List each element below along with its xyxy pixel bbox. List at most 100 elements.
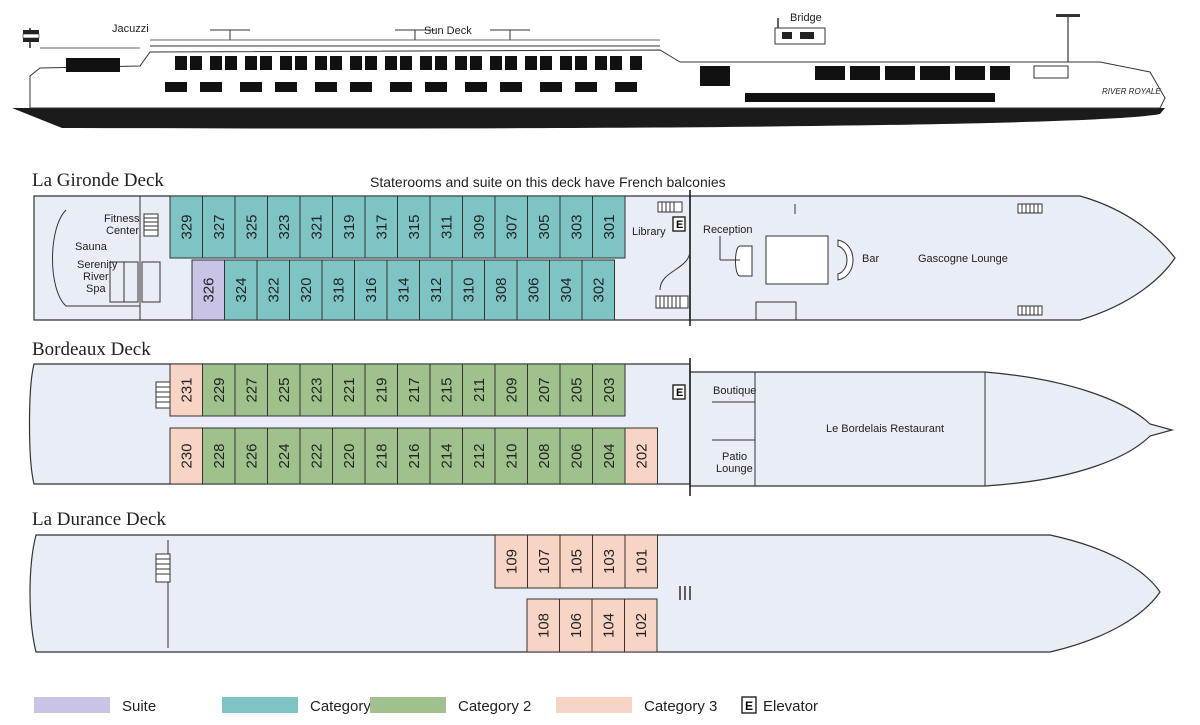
balcony-note: Staterooms and suite on this deck have F… xyxy=(370,174,726,190)
cabin-number-209: 209 xyxy=(503,377,520,402)
cabin-101[interactable] xyxy=(624,534,658,589)
stairs-icon xyxy=(155,553,171,583)
boutique-label: Boutique xyxy=(713,385,756,397)
cabin-301[interactable] xyxy=(592,195,626,259)
ship-name: RIVER ROYALE xyxy=(1102,87,1161,96)
cabin-303[interactable] xyxy=(559,195,593,259)
cabin-number-317: 317 xyxy=(373,214,390,239)
cabin-321[interactable] xyxy=(299,195,333,259)
cabin-223[interactable] xyxy=(299,363,333,417)
cabin-305[interactable] xyxy=(527,195,561,259)
jacuzzi-label: Jacuzzi xyxy=(112,23,149,35)
cabin-315[interactable] xyxy=(397,195,431,259)
cabin-212[interactable] xyxy=(462,427,496,485)
cabin-215[interactable] xyxy=(429,363,463,417)
cabin-number-105: 105 xyxy=(568,549,585,574)
cabin-202[interactable] xyxy=(624,427,658,485)
cabin-number-302: 302 xyxy=(590,277,607,302)
cabin-311[interactable] xyxy=(429,195,463,259)
cabin-325[interactable] xyxy=(234,195,268,259)
cabin-216[interactable] xyxy=(397,427,431,485)
cabin-307[interactable] xyxy=(494,195,528,259)
cabin-318[interactable] xyxy=(321,259,355,321)
cabin-222[interactable] xyxy=(299,427,333,485)
cabin-number-228: 228 xyxy=(211,443,228,468)
cabin-number-320: 320 xyxy=(298,277,315,302)
cabin-219[interactable] xyxy=(364,363,398,417)
cabin-number-212: 212 xyxy=(471,443,488,468)
cabin-329[interactable] xyxy=(169,195,203,259)
cabin-302[interactable] xyxy=(581,259,615,321)
cabin-number-107: 107 xyxy=(536,549,553,574)
cabin-320[interactable] xyxy=(289,259,323,321)
cabin-308[interactable] xyxy=(484,259,518,321)
cabin-number-210: 210 xyxy=(503,443,520,468)
cabin-number-224: 224 xyxy=(276,443,293,468)
patio-lounge-label-2: Lounge xyxy=(716,463,753,475)
cabin-number-329: 329 xyxy=(178,214,195,239)
cabin-221[interactable] xyxy=(332,363,366,417)
cabin-number-326: 326 xyxy=(200,277,217,302)
cabin-number-220: 220 xyxy=(341,443,358,468)
cabin-number-203: 203 xyxy=(601,377,618,402)
sauna-label: Sauna xyxy=(75,241,108,253)
cabin-number-215: 215 xyxy=(438,377,455,402)
cabin-number-303: 303 xyxy=(568,214,585,239)
cabin-323[interactable] xyxy=(267,195,301,259)
cabin-206[interactable] xyxy=(559,427,593,485)
library-label: Library xyxy=(632,226,666,238)
cabin-203[interactable] xyxy=(592,363,626,417)
fitness-center-label-1: Fitness xyxy=(104,213,140,225)
cabin-107[interactable] xyxy=(527,534,561,589)
cabin-230[interactable] xyxy=(169,427,203,485)
cabin-226[interactable] xyxy=(234,427,268,485)
cabin-207[interactable] xyxy=(527,363,561,417)
cabin-217[interactable] xyxy=(397,363,431,417)
cabin-number-305: 305 xyxy=(536,214,553,239)
cabin-number-322: 322 xyxy=(265,277,282,302)
cabin-number-321: 321 xyxy=(308,214,325,239)
cabin-102[interactable] xyxy=(624,598,658,653)
cabin-205[interactable] xyxy=(559,363,593,417)
legend-label-suite: Suite xyxy=(122,698,156,715)
cabin-number-325: 325 xyxy=(243,214,260,239)
cabin-number-208: 208 xyxy=(536,443,553,468)
cabin-208[interactable] xyxy=(527,427,561,485)
cabin-306[interactable] xyxy=(516,259,550,321)
elevator-icon xyxy=(672,384,686,400)
cabin-316[interactable] xyxy=(354,259,388,321)
cabin-103[interactable] xyxy=(592,534,626,589)
cabin-224[interactable] xyxy=(267,427,301,485)
cabin-number-227: 227 xyxy=(243,377,260,402)
cabin-number-221: 221 xyxy=(341,377,358,402)
cabin-number-219: 219 xyxy=(373,377,390,402)
cabin-220[interactable] xyxy=(332,427,366,485)
cabin-106[interactable] xyxy=(559,598,593,653)
cabin-204[interactable] xyxy=(592,427,626,485)
elevator-symbol: E xyxy=(676,219,683,231)
cabin-209[interactable] xyxy=(494,363,528,417)
legend-label-cat3: Category 3 xyxy=(644,698,717,715)
cabin-108[interactable] xyxy=(526,598,560,653)
cabin-210[interactable] xyxy=(494,427,528,485)
cabin-225[interactable] xyxy=(267,363,301,417)
cabin-number-103: 103 xyxy=(601,549,618,574)
cabin-326[interactable] xyxy=(191,259,225,321)
cabin-327[interactable] xyxy=(202,195,236,259)
cabin-227[interactable] xyxy=(234,363,268,417)
elevator-icon xyxy=(672,216,686,232)
cabin-number-301: 301 xyxy=(601,214,618,239)
cabin-312[interactable] xyxy=(419,259,453,321)
cabin-number-226: 226 xyxy=(243,443,260,468)
cabin-105[interactable] xyxy=(559,534,593,589)
cabin-317[interactable] xyxy=(364,195,398,259)
cabin-324[interactable] xyxy=(224,259,258,321)
cabin-number-202: 202 xyxy=(633,443,650,468)
